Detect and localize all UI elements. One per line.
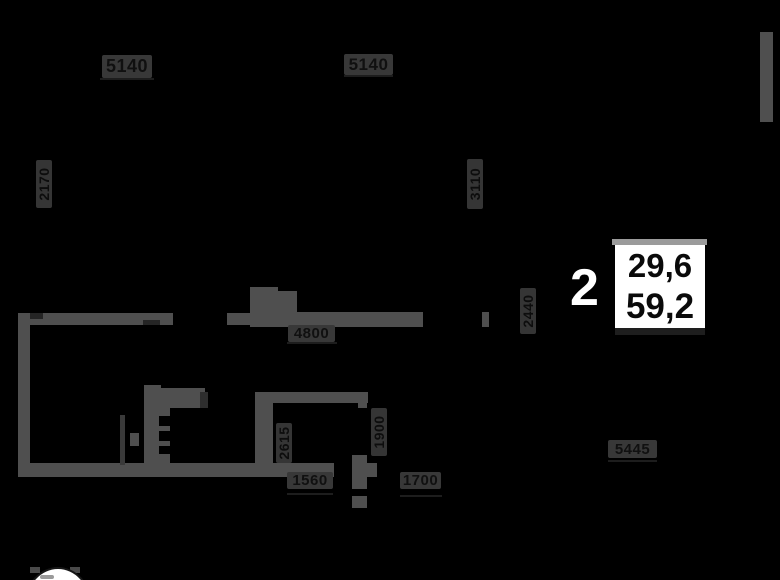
dim-bottom-1700-line xyxy=(400,495,442,497)
right-edge-bar xyxy=(760,32,773,122)
closet-gap-3 xyxy=(159,446,170,454)
left-block xyxy=(130,433,139,446)
dim-mid-2440: 2440 xyxy=(520,288,536,334)
dim-bath-2615: 2615 xyxy=(276,423,292,463)
dim-bottom-1560: 1560 xyxy=(287,472,333,489)
badge-top-bar xyxy=(612,239,707,245)
bath-top-wall xyxy=(273,392,368,403)
closet-gap-2 xyxy=(159,431,170,441)
living-area-box: 29,6 xyxy=(615,245,705,289)
dim-hall-1900: 1900 xyxy=(371,408,387,456)
h1-jamb xyxy=(200,392,208,408)
window-notch-1 xyxy=(30,313,43,319)
pillar-a xyxy=(250,287,278,313)
partition-h1 xyxy=(160,388,205,408)
watermark-mark xyxy=(40,575,54,579)
door-strip-lower xyxy=(352,496,367,508)
dim-top-left: 5140 xyxy=(102,55,152,78)
dim-top-right-line xyxy=(344,75,393,77)
door-jamb-small xyxy=(358,400,367,408)
dim-right-3110: 3110 xyxy=(467,159,483,209)
door-strip-upper xyxy=(352,455,367,489)
door-jamb-right xyxy=(482,312,489,327)
badge-shadow xyxy=(615,328,705,335)
top-wall-a xyxy=(18,313,173,325)
dim-top-left-line xyxy=(100,78,154,80)
left-wall xyxy=(18,313,30,477)
left-thin-line xyxy=(120,415,125,465)
total-area-value: 59,2 xyxy=(625,287,695,326)
dim-center-4800: 4800 xyxy=(288,325,335,342)
pillar-b xyxy=(278,291,297,313)
window-notch-2 xyxy=(143,320,160,325)
top-wall-b xyxy=(227,313,253,325)
total-area-box: 59,2 xyxy=(615,286,705,328)
central-wall xyxy=(250,312,423,327)
dim-top-right: 5140 xyxy=(344,54,393,75)
wm-side-tick-l xyxy=(30,567,40,573)
dim-bottom-1560-line xyxy=(287,493,333,495)
wm-side-tick-r xyxy=(70,567,80,573)
dim-bottomright-5445-line xyxy=(608,460,657,462)
bottom-wall-right xyxy=(367,463,377,477)
living-area-value: 29,6 xyxy=(627,246,693,284)
room-count-label: 2 xyxy=(570,259,599,317)
dim-bottomright-5445: 5445 xyxy=(608,440,657,458)
dim-bottom-1700: 1700 xyxy=(400,472,441,489)
dim-left-2170: 2170 xyxy=(36,160,52,208)
bath-left-wall xyxy=(255,392,273,477)
dim-center-4800-line xyxy=(287,342,337,344)
closet-gap-1 xyxy=(159,416,170,426)
partition-p1 xyxy=(144,385,161,468)
